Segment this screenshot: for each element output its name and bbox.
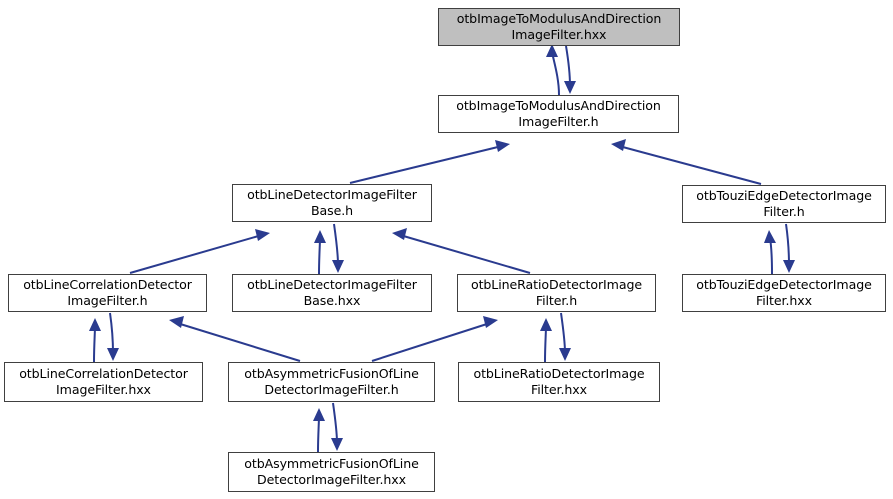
node-label: otbLineDetectorImageFilter Base.hxx bbox=[247, 277, 417, 308]
edge-n5-to-n2 bbox=[314, 230, 326, 275]
edge-n3-to-n1 bbox=[611, 139, 762, 185]
graph-node-otblineratiodetectorimagefilter-hxx[interactable]: otbLineRatioDetectorImage Filter.hxx bbox=[458, 362, 660, 402]
edge-n4-to-n8 bbox=[107, 312, 119, 361]
graph-node-otbtouziedgedetectorimagefilter-h[interactable]: otbTouziEdgeDetectorImage Filter.h bbox=[682, 185, 886, 223]
graph-node-otblinecorrelationdetectorimagefilter-h[interactable]: otbLineCorrelationDetector ImageFilter.h bbox=[8, 274, 207, 312]
edge-n9-to-n4 bbox=[169, 316, 301, 362]
edge-n10-to-n6 bbox=[540, 318, 552, 363]
node-label: otbLineRatioDetectorImage Filter.hxx bbox=[473, 366, 645, 397]
graph-node-otblinecorrelationdetectorimagefilter-hxx[interactable]: otbLineCorrelationDetector ImageFilter.h… bbox=[4, 362, 203, 402]
graph-node-otbimagetomodulusanddirectionimagefilter-hxx[interactable]: otbImageToModulusAndDirection ImageFilte… bbox=[438, 8, 680, 46]
node-label: otbTouziEdgeDetectorImage Filter.hxx bbox=[696, 277, 872, 308]
node-label: otbImageToModulusAndDirection ImageFilte… bbox=[456, 98, 661, 129]
node-label: otbAsymmetricFusionOfLine DetectorImageF… bbox=[244, 456, 419, 487]
node-label: otbLineCorrelationDetector ImageFilter.h bbox=[23, 277, 192, 308]
edge-n8-to-n4 bbox=[89, 318, 101, 363]
edge-n6-to-n2 bbox=[392, 228, 531, 274]
graph-node-otblinedetectorimagefilterbase-hxx[interactable]: otbLineDetectorImageFilter Base.hxx bbox=[232, 274, 432, 312]
edge-n6-to-n10 bbox=[559, 312, 571, 361]
edge-n7-to-n3 bbox=[764, 230, 776, 275]
node-label: otbTouziEdgeDetectorImage Filter.h bbox=[696, 188, 872, 219]
edge-n2-to-n1 bbox=[349, 140, 510, 184]
edge-n11-to-n9 bbox=[313, 408, 325, 453]
edge-n4-to-n2 bbox=[129, 229, 270, 274]
graph-node-otbtouziedgedetectorimagefilter-hxx[interactable]: otbTouziEdgeDetectorImage Filter.hxx bbox=[682, 274, 886, 312]
graph-node-otblinedetectorimagefilterbase-h[interactable]: otbLineDetectorImageFilter Base.h bbox=[232, 184, 432, 222]
node-label: otbLineCorrelationDetector ImageFilter.h… bbox=[19, 366, 188, 397]
edge-n3-to-n7 bbox=[783, 223, 795, 273]
graph-node-otblineratiodetectorimagefilter-h[interactable]: otbLineRatioDetectorImage Filter.h bbox=[457, 274, 656, 312]
node-label: otbAsymmetricFusionOfLine DetectorImageF… bbox=[244, 366, 419, 397]
node-label: otbImageToModulusAndDirection ImageFilte… bbox=[456, 11, 662, 42]
node-label: otbLineRatioDetectorImage Filter.h bbox=[470, 277, 643, 308]
edge-n0-to-n1 bbox=[564, 45, 576, 94]
graph-node-otbasymmetricfusionoflinedetectorimagefilter-hxx[interactable]: otbAsymmetricFusionOfLine DetectorImageF… bbox=[228, 452, 435, 492]
graph-node-otbimagetomodulusanddirectionimagefilter-h[interactable]: otbImageToModulusAndDirection ImageFilte… bbox=[438, 95, 679, 133]
edge-n1-to-n0 bbox=[546, 44, 560, 96]
node-label: otbLineDetectorImageFilter Base.h bbox=[247, 187, 417, 218]
graph-node-otbasymmetricfusionoflinedetectorimagefilter-h[interactable]: otbAsymmetricFusionOfLine DetectorImageF… bbox=[228, 362, 435, 402]
edge-n9-to-n11 bbox=[331, 402, 343, 451]
edge-n9-to-n6 bbox=[371, 316, 498, 362]
edge-n2-to-n5 bbox=[332, 223, 344, 273]
